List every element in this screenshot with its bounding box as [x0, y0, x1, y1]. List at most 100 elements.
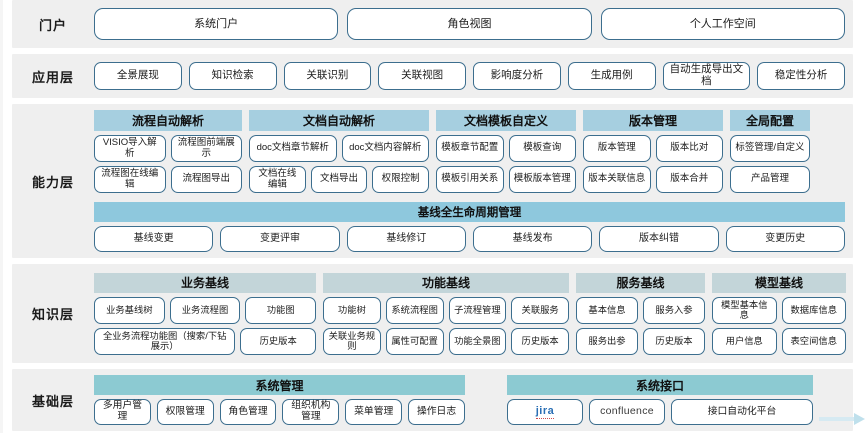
base-item-org-structure-mgmt[interactable]: 组织机构管理	[282, 399, 340, 425]
cap-item-visio-import[interactable]: VISIO导入解析	[94, 135, 166, 162]
kn-item-subflow-management[interactable]: 子流程管理	[448, 296, 507, 324]
group-line: 标签管理/自定义	[730, 135, 810, 162]
layer-row-application: 应用层 全景展现 知识检索 关联识别 关联视图 影响度分析 生成用例 自动生成导…	[12, 54, 853, 98]
app-item-auto-export-doc[interactable]: 自动生成导出文档	[662, 62, 751, 90]
kn-item-history-version-business[interactable]: 历史版本	[240, 327, 316, 355]
kn-item-service-input-param[interactable]: 服务入参	[643, 296, 705, 324]
layer-row-portal: 门户 系统门户 角色视图 个人工作空间	[12, 0, 853, 48]
cap-item-tag-management[interactable]: 标签管理/自定义	[730, 135, 810, 162]
group-line: 关联业务规则 属性可配置 功能全景图 历史版本	[323, 327, 569, 355]
base-item-multi-user-mgmt[interactable]: 多用户管理	[94, 399, 151, 425]
base-item-menu-mgmt[interactable]: 菜单管理	[345, 399, 403, 425]
group-title-global-config: 全局配置	[730, 110, 810, 131]
kn-item-function-tree[interactable]: 功能树	[323, 296, 381, 324]
group-line: 模板引用关系 模板版本管理	[436, 166, 576, 193]
app-item-knowledge-search[interactable]: 知识检索	[188, 62, 277, 90]
cap-item-template-chapter-config[interactable]: 模板章节配置	[436, 135, 504, 162]
portal-item-role-view[interactable]: 角色视图	[347, 8, 592, 40]
cap-item-flowchart-online-edit[interactable]: 流程图在线编辑	[94, 166, 166, 193]
kn-item-full-business-flow-panorama[interactable]: 全业务流程功能图（搜索/下钻展示）	[94, 327, 236, 355]
group-line: 服务出参 历史版本	[576, 327, 705, 355]
baseline-item-revision[interactable]: 基线修订	[346, 226, 466, 252]
base-item-permission-mgmt[interactable]: 权限管理	[156, 399, 214, 425]
kn-item-business-baseline-tree[interactable]: 业务基线树	[94, 296, 165, 324]
cap-item-doc-chapter-parse[interactable]: doc文档章节解析	[249, 135, 337, 162]
baseline-lifecycle-block: 基线全生命周期管理 基线变更 变更评审 基线修订 基线发布 版本纠错 变更历史	[94, 202, 845, 252]
group-line: 文档在线编辑 文档导出 权限控制	[249, 166, 430, 193]
layer-body-knowledge: 业务基线 业务基线树 业务流程图 功能图 全业务流程功能图（搜索/下钻展示） 历…	[94, 267, 854, 361]
group-line: 模型基本信息 数据库信息	[712, 296, 846, 324]
capability-group-doc-parse: 文档自动解析 doc文档章节解析 doc文档内容解析 文档在线编辑 文档导出 权…	[249, 110, 430, 193]
cap-item-permission-control[interactable]: 权限控制	[372, 166, 430, 193]
baseline-item-version-correction[interactable]: 版本纠错	[599, 226, 719, 252]
cap-item-doc-content-parse[interactable]: doc文档内容解析	[341, 135, 429, 162]
base-item-role-mgmt[interactable]: 角色管理	[219, 399, 277, 425]
group-title-system-interface: 系统接口	[507, 375, 813, 395]
kn-item-related-service[interactable]: 关联服务	[511, 296, 569, 324]
kn-item-history-version-service[interactable]: 历史版本	[643, 327, 705, 355]
capability-group-doc-template: 文档模板自定义 模板章节配置 模板查询 模板引用关系 模板版本管理	[436, 110, 576, 193]
cap-item-template-version-mgmt[interactable]: 模板版本管理	[508, 166, 576, 193]
layer-body-capability: 流程自动解析 VISIO导入解析 流程图前端展示 流程图在线编辑 流程图导出 文…	[94, 104, 853, 258]
base-item-confluence[interactable]: confluence	[589, 399, 665, 425]
portal-item-system[interactable]: 系统门户	[94, 8, 339, 40]
cap-item-doc-export[interactable]: 文档导出	[310, 166, 368, 193]
app-item-relation-view[interactable]: 关联视图	[378, 62, 466, 90]
baseline-lifecycle-strip: 基线变更 变更评审 基线修订 基线发布 版本纠错 变更历史	[94, 226, 845, 252]
base-item-jira[interactable]: jira	[507, 399, 583, 425]
kn-item-related-business-rule[interactable]: 关联业务规则	[323, 327, 381, 355]
base-item-operation-log[interactable]: 操作日志	[408, 399, 465, 425]
layer-label-application: 应用层	[31, 69, 74, 85]
app-item-panorama[interactable]: 全景展现	[94, 62, 182, 90]
cap-item-flowchart-frontend[interactable]: 流程图前端展示	[170, 135, 242, 162]
kn-item-attribute-configurable[interactable]: 属性可配置	[385, 327, 444, 355]
layer-label-capability: 能力层	[31, 174, 74, 190]
portal-item-personal-workspace[interactable]: 个人工作空间	[600, 8, 845, 40]
group-line: 全业务流程功能图（搜索/下钻展示） 历史版本	[94, 327, 316, 355]
baseline-lifecycle-title: 基线全生命周期管理	[94, 202, 845, 222]
cap-item-template-reference[interactable]: 模板引用关系	[436, 166, 504, 193]
group-line: 多用户管理 权限管理 角色管理 组织机构管理 菜单管理 操作日志	[94, 399, 465, 425]
kn-item-tablespace-info[interactable]: 表空间信息	[781, 327, 846, 355]
cap-item-template-query[interactable]: 模板查询	[508, 135, 576, 162]
baseline-item-change-review[interactable]: 变更评审	[220, 226, 340, 252]
group-line: 基本信息 服务入参	[576, 296, 705, 324]
cap-item-version-relation-info[interactable]: 版本关联信息	[583, 166, 651, 193]
cap-item-doc-online-edit[interactable]: 文档在线编辑	[249, 166, 306, 193]
kn-item-user-info[interactable]: 用户信息	[712, 327, 777, 355]
group-title-service-baseline: 服务基线	[576, 272, 705, 293]
baseline-item-release[interactable]: 基线发布	[472, 226, 593, 252]
kn-item-service-basic-info[interactable]: 基本信息	[576, 296, 638, 324]
kn-item-service-output-param[interactable]: 服务出参	[576, 327, 638, 355]
knowledge-group-container: 业务基线 业务基线树 业务流程图 功能图 全业务流程功能图（搜索/下钻展示） 历…	[94, 272, 846, 355]
app-item-impact-analysis[interactable]: 影响度分析	[473, 62, 561, 90]
kn-item-database-info[interactable]: 数据库信息	[781, 296, 846, 324]
app-item-generate-case[interactable]: 生成用例	[567, 62, 656, 90]
group-line: 功能树 系统流程图 子流程管理 关联服务	[323, 296, 569, 324]
base-item-interface-automation-platform[interactable]: 接口自动化平台	[671, 399, 813, 425]
group-title-model-baseline: 模型基线	[712, 272, 846, 293]
capability-group-global-config: 全局配置 标签管理/自定义 产品管理	[730, 110, 810, 193]
baseline-item-change-history[interactable]: 变更历史	[725, 226, 845, 252]
cap-item-flowchart-export[interactable]: 流程图导出	[170, 166, 242, 193]
app-item-relation-recognition[interactable]: 关联识别	[283, 62, 372, 90]
kn-item-function-panorama[interactable]: 功能全景图	[448, 327, 507, 355]
baseline-item-change[interactable]: 基线变更	[94, 226, 214, 252]
left-edge-strip	[0, 0, 3, 433]
cap-item-version-compare[interactable]: 版本比对	[655, 135, 723, 162]
cap-item-version-merge[interactable]: 版本合并	[655, 166, 723, 193]
cap-item-product-management[interactable]: 产品管理	[730, 166, 810, 193]
group-line: jira confluence 接口自动化平台	[507, 399, 813, 425]
layer-label-infrastructure: 基础层	[31, 393, 74, 409]
app-item-stability-analysis[interactable]: 稳定性分析	[757, 62, 845, 90]
capability-group-version-mgmt: 版本管理 版本管理 版本比对 版本关联信息 版本合并	[583, 110, 723, 193]
kn-item-function-diagram[interactable]: 功能图	[245, 296, 317, 324]
kn-item-model-basic-info[interactable]: 模型基本信息	[712, 296, 777, 324]
cap-item-version-manage[interactable]: 版本管理	[583, 135, 651, 162]
kn-item-business-flowchart[interactable]: 业务流程图	[169, 296, 241, 324]
capability-group-flow-parse: 流程自动解析 VISIO导入解析 流程图前端展示 流程图在线编辑 流程图导出	[94, 110, 242, 193]
layer-row-capability: 能力层 流程自动解析 VISIO导入解析 流程图前端展示 流程图在线编辑 流程图…	[12, 104, 853, 258]
kn-item-history-version-function[interactable]: 历史版本	[511, 327, 569, 355]
kn-item-system-flowchart[interactable]: 系统流程图	[385, 296, 444, 324]
